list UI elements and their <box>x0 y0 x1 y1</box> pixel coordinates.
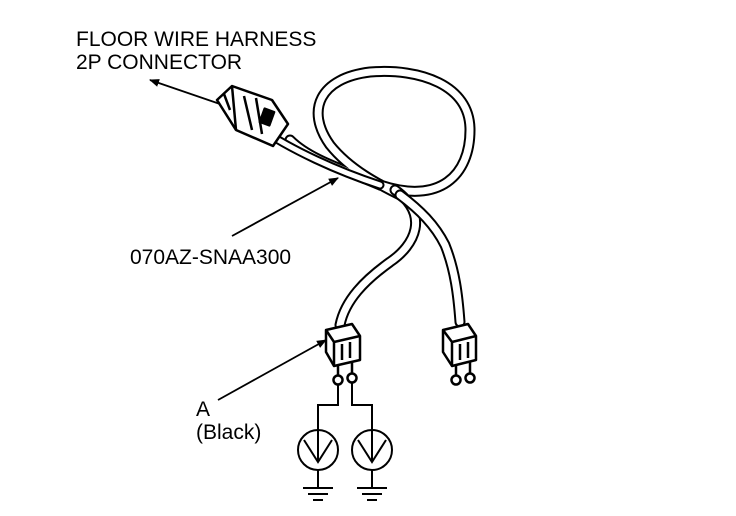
ground-icon <box>303 487 333 501</box>
lamp-wiring <box>317 383 373 430</box>
ground-icon <box>357 487 387 501</box>
leader-arrows <box>149 79 339 401</box>
arrow-icon <box>231 177 339 237</box>
harness-2p-connector <box>215 84 290 148</box>
left-lead-wire <box>334 184 421 331</box>
arrow-icon <box>149 79 221 105</box>
right-lead-wire <box>394 189 466 328</box>
connector-b <box>441 322 478 386</box>
cable-loop <box>250 65 476 201</box>
connector-a-label: A (Black) <box>196 398 261 444</box>
arrow-icon <box>217 339 327 401</box>
test-lamp-icon <box>297 429 339 488</box>
connector-a <box>324 322 362 386</box>
harness-label-line-2: 2P CONNECTOR <box>76 51 243 74</box>
connector-a-letter: A <box>196 398 211 421</box>
test-lamp-icon <box>351 429 393 488</box>
part-number-label: 070AZ-SNAA300 <box>130 246 292 269</box>
connector-a-color: (Black) <box>196 421 262 444</box>
harness-connector-label: FLOOR WIRE HARNESS 2P CONNECTOR <box>76 28 316 74</box>
harness-label-line-1: FLOOR WIRE HARNESS <box>76 28 317 51</box>
